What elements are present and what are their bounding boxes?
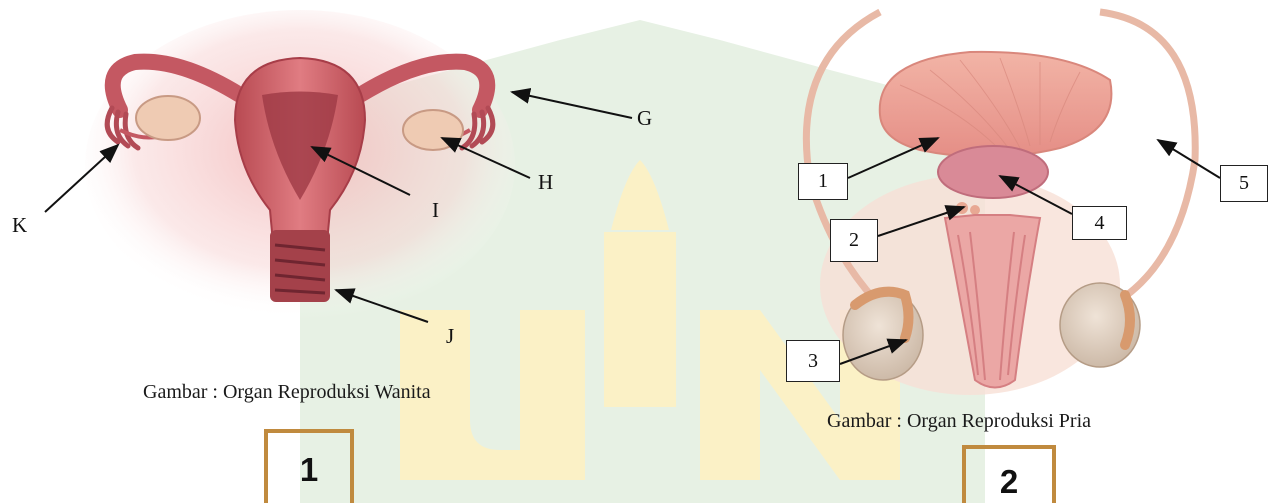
label-box-5: 5 [1220, 165, 1268, 202]
label-box-3: 3 [786, 340, 840, 382]
figure-number-1: 1 [264, 429, 354, 503]
label-box-1: 1 [798, 163, 848, 200]
figure-number-2: 2 [962, 445, 1056, 503]
caption-female: Gambar : Organ Reproduksi Wanita [143, 381, 431, 404]
label-g: G [637, 108, 652, 129]
label-j: J [446, 326, 454, 347]
label-h: H [538, 172, 553, 193]
female-reproductive-illustration [85, 10, 515, 320]
label-i: I [432, 200, 439, 221]
caption-male: Gambar : Organ Reproduksi Pria [827, 410, 1091, 433]
label-box-4: 4 [1072, 206, 1127, 240]
label-box-2: 2 [830, 219, 878, 262]
label-k: K [12, 215, 27, 236]
